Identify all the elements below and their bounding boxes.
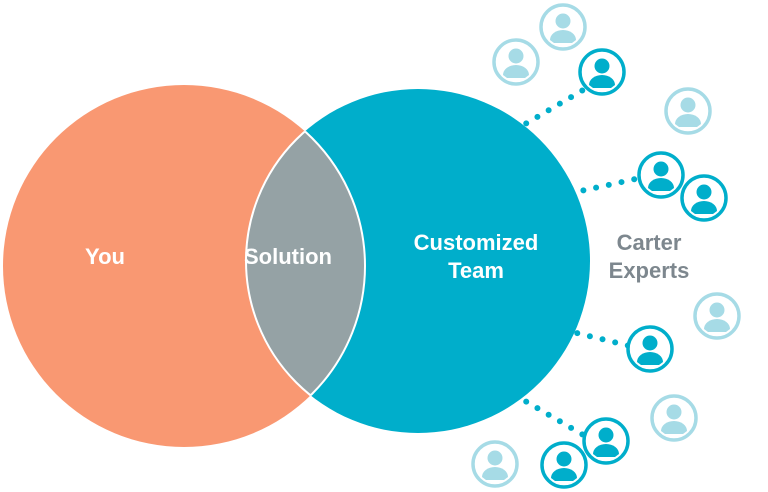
person-icon [626, 325, 674, 373]
person-icon [650, 394, 698, 442]
customized-team-label: Customized Team [413, 230, 539, 283]
connector-4 [512, 392, 588, 439]
carter-experts-label: Carter Experts [608, 230, 690, 283]
person-icon [664, 87, 712, 135]
person-icon [539, 3, 587, 51]
solution-overlap [246, 89, 365, 433]
person-icon [492, 38, 540, 86]
person-icon [637, 151, 685, 199]
person-icon [680, 174, 728, 222]
person-icon [582, 417, 630, 465]
solution-label: Solution [244, 244, 332, 269]
connector-1 [512, 83, 593, 133]
person-icon [578, 48, 626, 96]
you-circle-edge [246, 89, 366, 433]
person-icon [540, 441, 588, 489]
person-icon [471, 440, 519, 488]
person-icon [693, 292, 741, 340]
you-label: You [85, 244, 125, 269]
